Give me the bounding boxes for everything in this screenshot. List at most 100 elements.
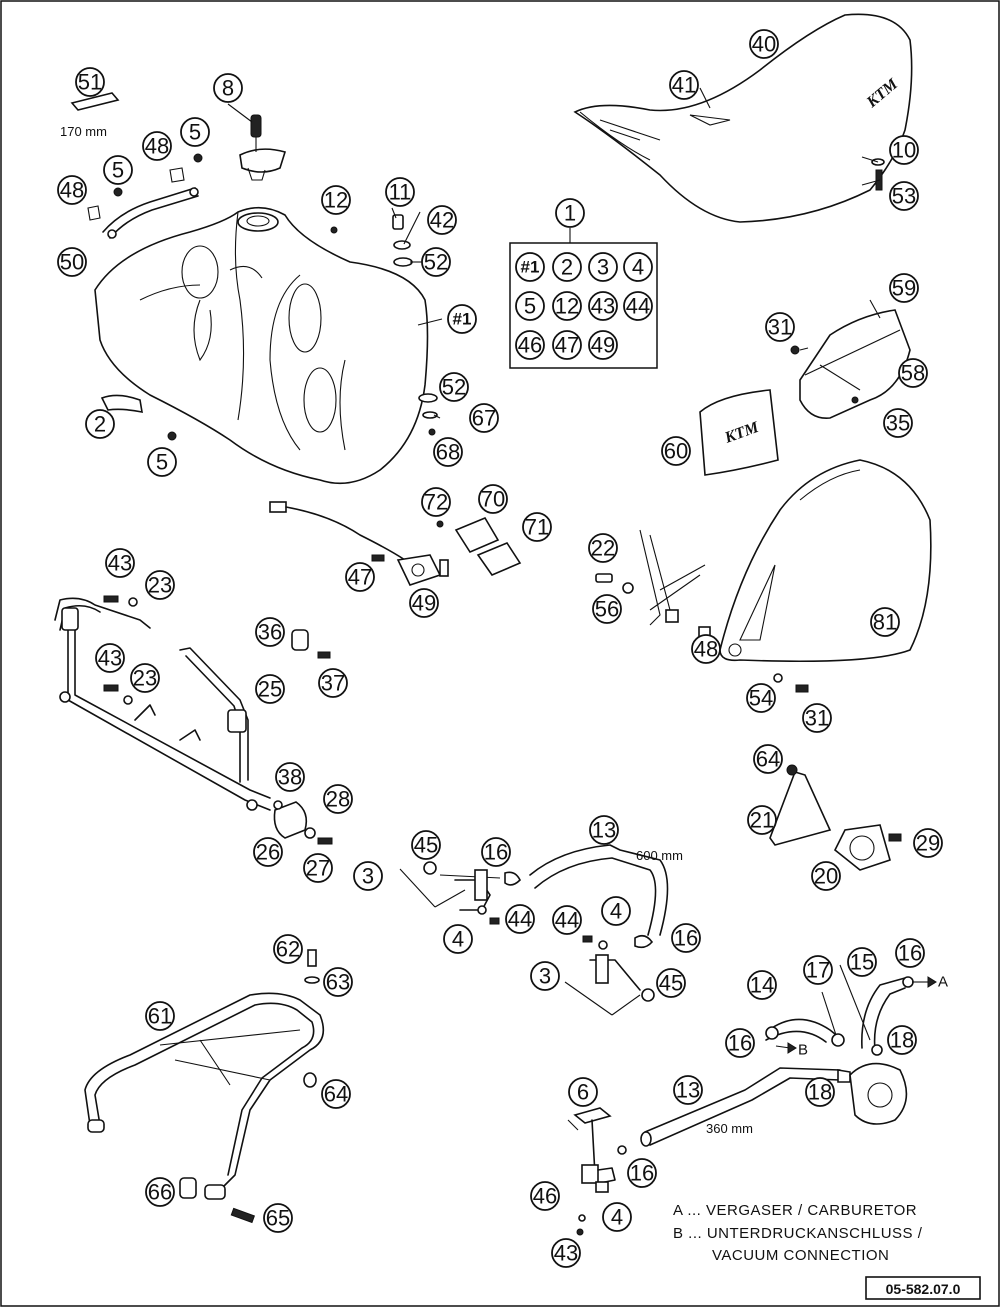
callout-18-b: 18 [805,1077,835,1107]
svg-text:17: 17 [806,958,830,983]
svg-text:21: 21 [750,808,774,833]
callout-81: 81 [870,607,900,637]
legend: A ... VERGASER / CARBURETOR B ... UNTERD… [673,1202,922,1264]
callout-56: 56 [592,594,622,624]
svg-text:3: 3 [597,255,609,280]
callout-58: 58 [898,358,928,388]
luggage-rack [84,949,325,1224]
callout-46: 46 [530,1181,560,1211]
callout-25: 25 [255,674,285,704]
svg-text:47: 47 [555,333,579,358]
svg-text:5: 5 [524,294,536,319]
svg-text:64: 64 [756,747,780,772]
svg-text:18: 18 [808,1080,832,1105]
callout-23-b: 23 [130,663,160,693]
kit-item-3: 3 [588,252,618,282]
callout-23-a: 23 [145,570,175,600]
svg-text:44: 44 [626,294,650,319]
kit-item-11: 49 [588,330,618,360]
svg-text:68: 68 [436,440,460,465]
svg-text:41: 41 [672,73,696,98]
legend-line-a: A ... VERGASER / CARBURETOR [673,1202,917,1219]
seat-frame-section [595,529,809,693]
callout-71: 71 [522,512,552,542]
callout-48-c: 48 [691,634,721,664]
side-cover [719,459,932,663]
svg-text:11: 11 [389,180,412,205]
callout-61: 61 [145,1001,175,1031]
svg-text:52: 52 [424,250,448,275]
svg-text:31: 31 [805,706,829,731]
callout-13-b: 13 [673,1075,703,1105]
callout-66: 66 [145,1177,175,1207]
callout-16-c: 16 [895,938,925,968]
svg-text:43: 43 [98,646,122,671]
callout-38: 38 [275,762,305,792]
svg-text:20: 20 [814,864,838,889]
callout-63: 63 [323,967,353,997]
svg-text:59: 59 [892,276,916,301]
callout-52-b: 52 [439,372,469,402]
svg-text:46: 46 [518,333,542,358]
svg-text:67: 67 [472,406,496,431]
callout-27: 27 [303,853,333,883]
svg-text:43: 43 [591,294,615,319]
callout-51: 51 [75,67,105,97]
tank-bracket [87,167,199,239]
svg-text:1: 1 [564,201,576,226]
svg-text:27: 27 [306,856,330,881]
svg-text:47: 47 [348,565,372,590]
callout-45-b: 45 [656,968,686,998]
svg-text:66: 66 [148,1180,172,1205]
fuel-tap-bottom [573,1107,627,1236]
pointer-b-letter: B [798,1042,809,1059]
callout-35: 35 [883,408,913,438]
pointer-a-letter: A [938,974,949,991]
callout-1: 1 [555,198,585,228]
figure-code-box: 05-582.07.0 [865,1276,981,1300]
svg-text:4: 4 [632,255,644,280]
callout-68: 68 [433,437,463,467]
callout-16-b: 16 [671,923,701,953]
svg-text:44: 44 [508,907,532,932]
callout-26: 26 [253,837,283,867]
svg-text:45: 45 [659,971,683,996]
svg-text:31: 31 [768,315,792,340]
svg-text:72: 72 [424,490,448,515]
callout-31-b: 31 [802,703,832,733]
svg-text:44: 44 [555,908,579,933]
dimension-600mm: 600 mm [636,848,683,863]
svg-text:51: 51 [78,70,102,95]
callout-40: 40 [749,29,779,59]
callout-47: 47 [345,562,375,592]
tank-guard-frame [54,597,271,811]
callout-43-c: 43 [551,1238,581,1268]
svg-text:2: 2 [94,412,106,437]
svg-text:48: 48 [694,637,718,662]
svg-text:62: 62 [276,937,300,962]
callout-16-a: 16 [481,837,511,867]
svg-text:53: 53 [892,184,916,209]
svg-text:5: 5 [189,120,201,145]
callout-54: 54 [746,683,776,713]
svg-text:28: 28 [326,787,350,812]
svg-text:18: 18 [890,1028,914,1053]
callout-16-d: 16 [725,1028,755,1058]
kit-item-10: 47 [552,330,582,360]
callout-64-a: 64 [753,744,783,774]
callout-16-e: 16 [627,1158,657,1188]
callout-5-c: 5 [147,447,177,477]
callout-17: 17 [803,955,833,985]
kit-box: #1 2 3 4 5 12 43 44 46 47 49 [509,228,658,369]
svg-text:3: 3 [539,964,551,989]
svg-text:60: 60 [664,439,688,464]
foam-strip [70,92,120,111]
svg-text:12: 12 [555,294,579,319]
small-screws-top [100,153,438,441]
svg-text:16: 16 [630,1161,654,1186]
callout-10: 10 [889,135,919,165]
callout-43-a: 43 [105,548,135,578]
callout-21: 21 [747,805,777,835]
svg-text:3: 3 [362,864,374,889]
svg-text:4: 4 [452,927,464,952]
